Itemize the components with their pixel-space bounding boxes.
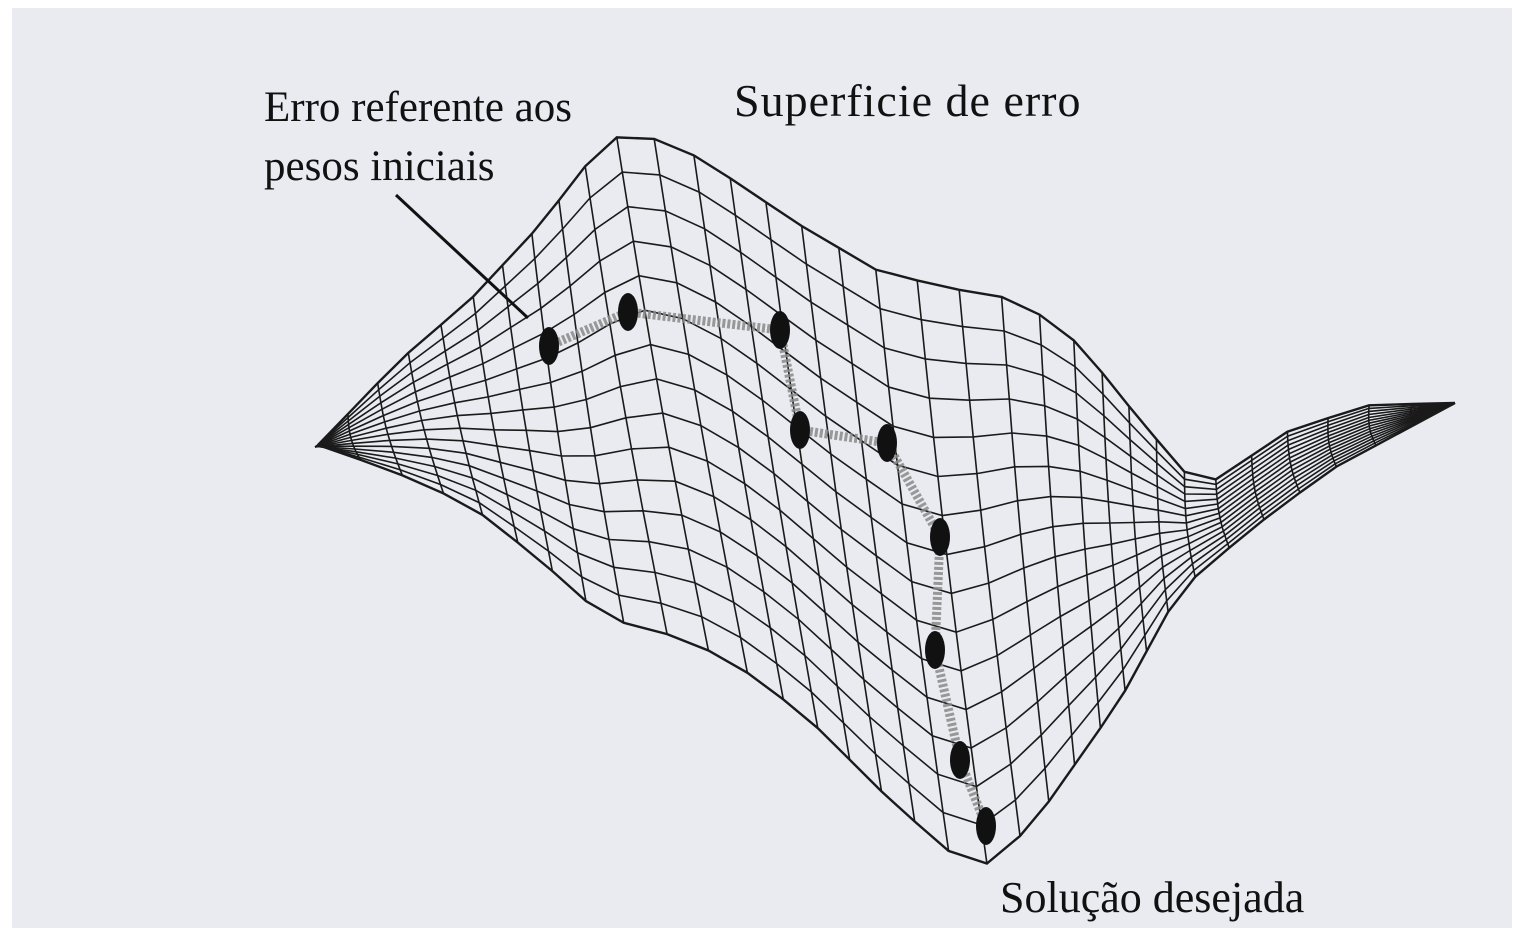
mesh-column-line xyxy=(693,155,785,700)
mesh-column-line xyxy=(407,352,445,494)
mesh-column-line xyxy=(347,414,362,461)
mesh-column-line xyxy=(1155,439,1169,613)
descent-step-point xyxy=(790,411,810,449)
descent-path-segment xyxy=(930,536,945,651)
mesh-column-line xyxy=(875,269,950,852)
mesh-column-line xyxy=(584,166,668,635)
mesh-column-line xyxy=(1128,406,1148,652)
mesh-row-line xyxy=(315,240,1454,496)
mesh-row-line xyxy=(316,403,1454,749)
wireframe-mesh xyxy=(314,136,1456,865)
mesh-row-line xyxy=(316,403,1455,788)
mesh-column-line xyxy=(558,200,625,623)
desired-solution-point xyxy=(976,807,996,845)
initial-error-label-line1: Erro referente aos xyxy=(264,84,572,131)
descent-step-point xyxy=(925,631,945,669)
pointer-line xyxy=(394,193,530,320)
mesh-column-line xyxy=(1038,314,1076,765)
error-surface-label: Superficie de erro xyxy=(734,75,1082,126)
descent-path-segment xyxy=(547,307,630,351)
mesh-column-line xyxy=(376,382,404,476)
descent-step-point xyxy=(930,518,950,556)
mesh-column-line xyxy=(800,225,883,792)
mesh-column-line xyxy=(1000,296,1050,802)
descent-path-segment xyxy=(883,440,944,540)
mesh-row-line xyxy=(316,171,1455,486)
mesh-column-line xyxy=(1451,402,1456,406)
initial-weights-pointer xyxy=(394,193,530,320)
initial-weights-point xyxy=(539,327,559,365)
mesh-column-line xyxy=(1183,471,1196,578)
mesh-column-line xyxy=(765,202,851,760)
mesh-row-line xyxy=(316,205,1454,491)
mesh-column-line xyxy=(1409,403,1417,425)
mesh-column-line xyxy=(1073,340,1102,729)
mesh-column-line xyxy=(1286,431,1301,493)
mesh-column-line xyxy=(729,178,819,729)
mesh-column-line xyxy=(958,289,1021,837)
desired-solution-label: Solução desejada xyxy=(1000,873,1305,922)
mesh-row-line xyxy=(314,343,1453,517)
mesh-row-line xyxy=(315,404,1453,634)
mesh-row-line xyxy=(317,401,1456,865)
descent-step-point xyxy=(950,741,970,779)
mesh-column-line xyxy=(314,444,319,448)
mesh-column-line xyxy=(1367,405,1377,446)
mesh-column-line xyxy=(531,233,587,602)
mesh-column-line xyxy=(1215,479,1230,549)
descent-points xyxy=(539,293,996,845)
mesh-row-line xyxy=(314,404,1453,595)
mesh-column-line xyxy=(916,280,988,864)
descent-path-segment xyxy=(930,649,965,761)
descent-step-point xyxy=(618,293,638,331)
mesh-column-line xyxy=(838,247,916,822)
descent-path-segment xyxy=(627,307,781,335)
initial-error-label-line2: pesos iniciais xyxy=(264,143,495,190)
mesh-column-line xyxy=(1327,418,1338,467)
mesh-row-line xyxy=(315,403,1454,711)
mesh-column-line xyxy=(501,265,554,572)
descent-step-point xyxy=(770,311,790,349)
mesh-row-line xyxy=(315,274,1453,503)
mesh-column-line xyxy=(440,324,484,516)
mesh-row-line xyxy=(317,402,1455,826)
mesh-column-line xyxy=(1101,372,1126,691)
descent-step-point xyxy=(877,424,897,462)
mesh-row-line xyxy=(315,403,1453,672)
mesh-column-line xyxy=(1250,455,1265,520)
mesh-column-line xyxy=(472,296,519,543)
mesh-column-line xyxy=(616,137,710,651)
mesh-column-line xyxy=(653,138,749,673)
mesh-row-line xyxy=(314,378,1453,556)
